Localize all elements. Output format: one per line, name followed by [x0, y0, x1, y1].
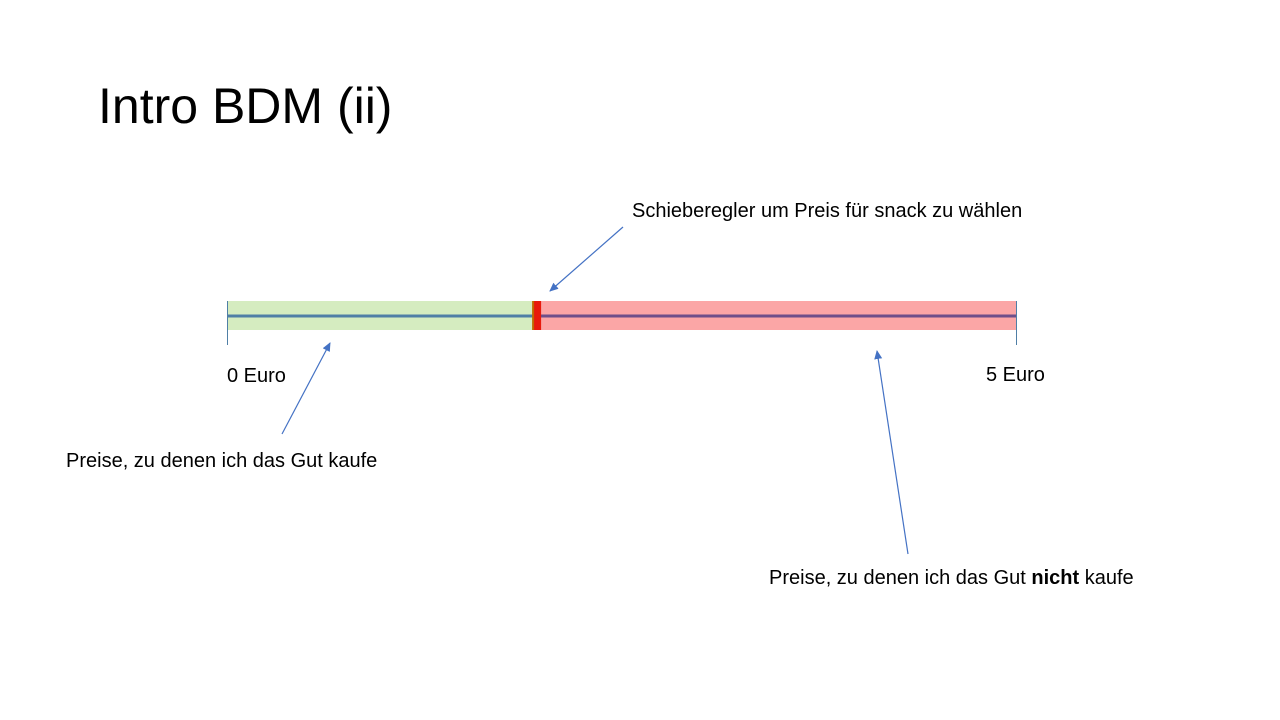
slider-handle[interactable]	[533, 301, 542, 330]
nobuy-annotation: Preise, zu denen ich das Gut nicht kaufe	[769, 565, 1134, 591]
buy-annotation: Preise, zu denen ich das Gut kaufe	[66, 450, 378, 472]
nobuy-annotation-prefix: Preise, zu denen ich das Gut	[769, 567, 1032, 589]
buy-note-arrow	[281, 342, 331, 435]
slider-max-label: 5 Euro	[986, 364, 1045, 386]
slider-annotation: Schieberegler um Preis für snack zu wähl…	[632, 200, 1023, 222]
slider-handle-edge	[532, 301, 535, 330]
nobuy-annotation-suffix: kaufe	[1079, 567, 1134, 589]
slider-note-arrow	[549, 226, 624, 292]
nobuy-note-arrow	[874, 350, 909, 555]
slide-title: Intro BDM (ii)	[98, 78, 393, 134]
nobuy-annotation-emphasis: nicht	[1031, 567, 1080, 589]
slider-min-label: 0 Euro	[227, 365, 286, 387]
